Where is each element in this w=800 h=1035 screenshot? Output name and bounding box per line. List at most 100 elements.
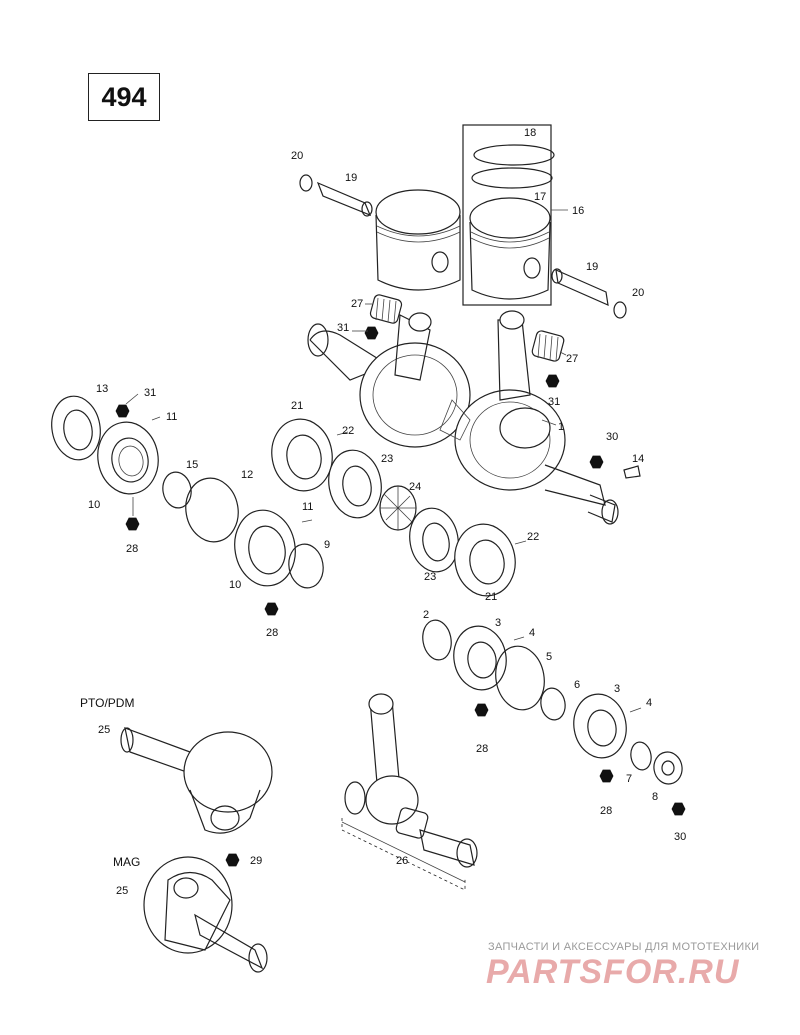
callout-22-b: 22 — [527, 531, 539, 543]
needle-bearing-upper-right — [531, 330, 565, 362]
ring-5 — [495, 645, 545, 711]
pin-4-a — [513, 636, 525, 641]
callout-13: 13 — [96, 383, 108, 395]
callout-7: 7 — [626, 773, 632, 785]
callout-25-a: 25 — [98, 724, 110, 736]
callout-4-a: 4 — [529, 627, 535, 639]
callout-10-b: 10 — [229, 579, 241, 591]
callout-30-a: 30 — [606, 431, 618, 443]
pin-22-b — [514, 540, 527, 545]
callout-31-b: 31 — [548, 396, 560, 408]
crank-half-mag — [143, 856, 268, 973]
pin-4-b — [629, 707, 642, 713]
nut-31-b — [545, 374, 560, 388]
nut-28-b — [264, 602, 279, 616]
bearing-23-b — [409, 507, 459, 573]
callout-30-b: 30 — [674, 831, 686, 843]
crankshaft — [307, 310, 619, 525]
callout-23-b: 23 — [424, 571, 436, 583]
callout-11-b: 11 — [302, 501, 313, 513]
circlip-right — [613, 301, 627, 319]
conrod-assembly — [341, 693, 478, 891]
pin-22-a — [336, 431, 349, 436]
callout-18: 18 — [524, 127, 536, 139]
callout-6: 6 — [574, 679, 580, 691]
piston-ring-bottom — [471, 167, 553, 189]
callout-12: 12 — [241, 469, 253, 481]
ring-15 — [162, 471, 192, 509]
pin-11-b — [301, 519, 313, 523]
callout-3-a: 3 — [495, 617, 501, 629]
key-14 — [623, 465, 641, 479]
ring-6 — [540, 687, 566, 721]
leader-lines — [125, 303, 567, 426]
nut-30-b — [671, 802, 686, 816]
pin-11-a — [151, 416, 161, 421]
callout-23-a: 23 — [381, 453, 393, 465]
callout-28-b: 28 — [266, 627, 278, 639]
bearing-10-a — [97, 421, 159, 495]
nut-28-c — [474, 703, 489, 717]
callout-14: 14 — [632, 453, 644, 465]
nut-28-a — [125, 517, 140, 531]
callout-5: 5 — [546, 651, 552, 663]
callout-17: 17 — [534, 191, 546, 203]
callout-31-c: 31 — [144, 387, 156, 399]
callout-3-b: 3 — [614, 683, 620, 695]
callout-1: 1 — [558, 421, 564, 433]
callout-8: 8 — [652, 791, 658, 803]
callout-9: 9 — [324, 539, 330, 551]
callout-21-b: 21 — [485, 591, 497, 603]
bearing-3-a — [453, 625, 507, 691]
watermark-tagline: ЗАПЧАСТИ И АКСЕССУАРЫ ДЛЯ МОТОТЕХНИКИ — [488, 941, 760, 953]
callout-15: 15 — [186, 459, 198, 471]
callout-2: 2 — [423, 609, 429, 621]
piston-pin-right — [551, 268, 627, 319]
callout-25-b: 25 — [116, 885, 128, 897]
callout-19-a: 19 — [345, 172, 357, 184]
callout-26: 26 — [396, 855, 408, 867]
ring-12 — [185, 477, 239, 543]
nut-31-c — [115, 404, 130, 418]
callouts: 20 19 18 17 16 19 20 27 31 27 31 1 13 31… — [88, 127, 686, 897]
callout-10-a: 10 — [88, 499, 100, 511]
crank-half-pto — [120, 727, 273, 834]
nut-30-a — [589, 455, 604, 469]
page-number: 494 — [101, 81, 147, 112]
callout-31-a: 31 — [337, 322, 349, 334]
nut-31-a — [364, 326, 379, 340]
piston-ring-top — [473, 144, 555, 166]
callout-22-a: 22 — [342, 425, 354, 437]
needle-bearing-upper-left — [369, 294, 403, 324]
callout-27-a: 27 — [351, 298, 363, 310]
bearing-10-b — [234, 509, 296, 587]
callout-21-a: 21 — [291, 400, 303, 412]
piston-kit-box — [462, 124, 552, 306]
callout-28-c: 28 — [476, 743, 488, 755]
ring-2 — [422, 619, 452, 661]
callout-28-a: 28 — [126, 543, 138, 555]
gear-24 — [379, 485, 417, 531]
callout-20-b: 20 — [632, 287, 644, 299]
ring-9 — [288, 543, 324, 589]
section-label-pto: PTO/PDM — [80, 696, 134, 710]
callout-19-b: 19 — [586, 261, 598, 273]
section-label-mag: MAG — [113, 855, 140, 869]
callout-29: 29 — [250, 855, 262, 867]
callout-11-a: 11 — [166, 411, 177, 423]
bearing-23-a — [328, 449, 382, 519]
piston-right — [469, 197, 551, 239]
bearing-3-b — [573, 693, 627, 759]
piston-kit — [462, 124, 568, 306]
callout-16: 16 — [572, 205, 584, 217]
callout-20-a: 20 — [291, 150, 303, 162]
circlip-left — [299, 174, 313, 192]
washer-7 — [630, 741, 652, 771]
bearing-21-b — [454, 523, 516, 597]
callout-28-d: 28 — [600, 805, 612, 817]
nut-28-d — [599, 769, 614, 783]
oil-seal-13 — [51, 395, 101, 461]
nut-29 — [225, 853, 240, 867]
watermark-logo: PARTSFOR.RU — [486, 953, 740, 991]
